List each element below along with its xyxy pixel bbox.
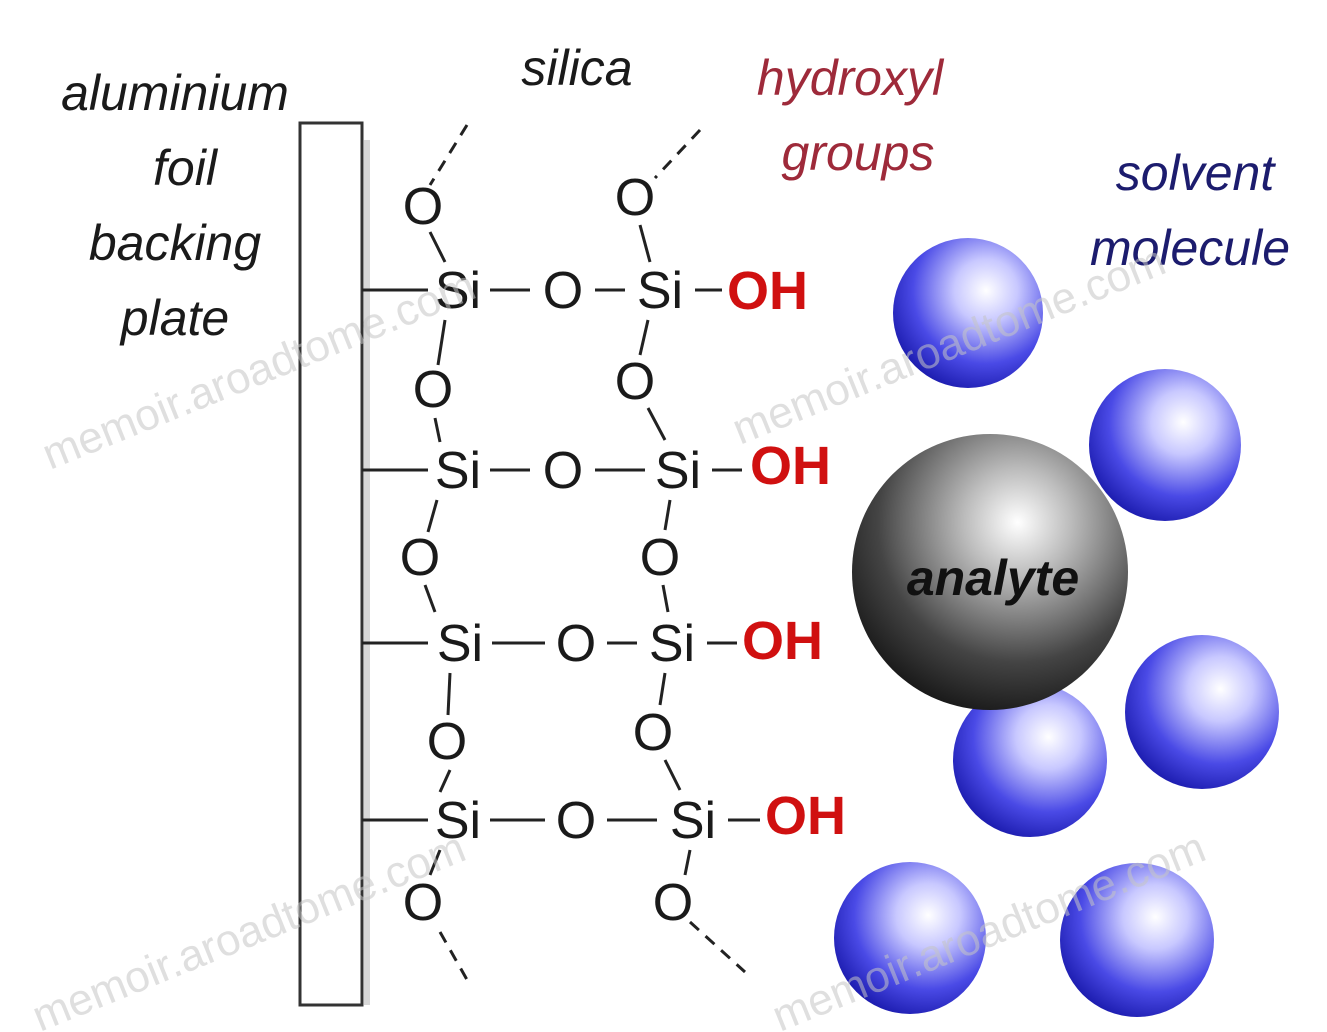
hydroxyl-label-line1: hydroxyl xyxy=(757,50,945,106)
dashed-bonds xyxy=(428,124,747,986)
o-atom: O xyxy=(403,874,443,932)
o-atom: O xyxy=(556,792,596,850)
backing-label-line1: aluminium xyxy=(61,65,289,121)
o-atom: O xyxy=(403,178,443,236)
oh-group: OH xyxy=(750,436,831,496)
oh-group: OH xyxy=(727,261,808,321)
analyte-label: analyte xyxy=(907,550,1079,606)
o-atom: O xyxy=(615,353,655,411)
solvent-molecule xyxy=(834,862,986,1014)
si-atom: Si xyxy=(435,262,481,320)
si-atom: Si xyxy=(637,262,683,320)
o-atom: O xyxy=(640,529,680,587)
si-atom: Si xyxy=(655,442,701,500)
o-atom: O xyxy=(653,874,693,932)
o-atom: O xyxy=(556,615,596,673)
backing-label-line4: plate xyxy=(119,290,229,346)
oh-group: OH xyxy=(742,611,823,671)
backing-plate-shadow xyxy=(364,140,370,1005)
silica-label: silica xyxy=(521,40,632,96)
vertical-bonds xyxy=(423,224,692,876)
si-atom: Si xyxy=(435,792,481,850)
plate-bonds xyxy=(362,288,428,822)
solvent-molecule xyxy=(953,683,1107,837)
si-atom: Si xyxy=(670,792,716,850)
backing-plate xyxy=(298,121,364,1007)
solvent-label-line2: molecule xyxy=(1090,220,1290,276)
hydroxyl-label-line2: groups xyxy=(782,125,935,181)
solvent-molecule xyxy=(1060,863,1214,1017)
oh-group: OH xyxy=(765,786,846,846)
solvent-molecule xyxy=(1125,635,1279,789)
si-atom: Si xyxy=(435,442,481,500)
horizontal-bonds xyxy=(490,288,760,822)
o-atom: O xyxy=(427,713,467,771)
o-atom: O xyxy=(400,529,440,587)
solvent-molecules xyxy=(834,238,1279,1017)
si-atom: Si xyxy=(437,615,483,673)
solvent-molecule xyxy=(1089,369,1241,521)
analyte-sphere xyxy=(852,434,1128,710)
solvent-molecule xyxy=(893,238,1043,388)
o-atom: O xyxy=(543,442,583,500)
solvent-label-line1: solvent xyxy=(1116,145,1277,201)
si-atom: Si xyxy=(649,615,695,673)
backing-label-line2: foil xyxy=(153,140,219,196)
o-atom: O xyxy=(543,262,583,320)
o-atom: O xyxy=(413,361,453,419)
backing-label-line3: backing xyxy=(89,215,262,271)
o-atom: O xyxy=(633,704,673,762)
o-atom: O xyxy=(615,169,655,227)
